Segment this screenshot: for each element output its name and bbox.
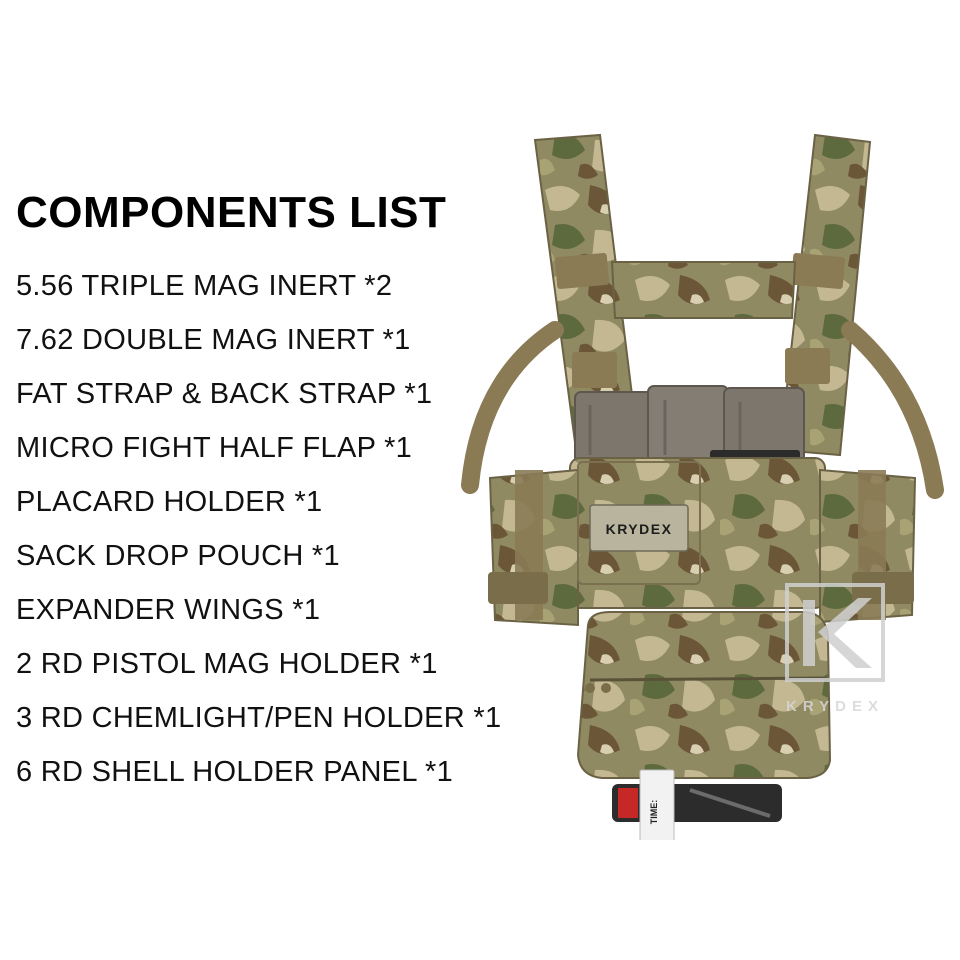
- chest-rig-product-image: KRYDEX TIME: KRYDEX: [461, 133, 944, 840]
- magazines: [574, 385, 805, 468]
- list-item: 6 RD SHELL HOLDER PANEL *1: [16, 756, 454, 788]
- list-item: MICRO FIGHT HALF FLAP *1: [16, 432, 413, 464]
- list-item: 3 RD CHEMLIGHT/PEN HOLDER *1: [16, 702, 502, 734]
- krydex-watermark-logo: KRYDEX: [785, 583, 885, 715]
- list-item: PLACARD HOLDER *1: [16, 486, 323, 518]
- back-strap: [610, 261, 797, 319]
- placard-label-patch: [589, 504, 689, 552]
- list-item: SACK DROP POUCH *1: [16, 540, 340, 572]
- shoulder-straps: [533, 133, 872, 467]
- sack-drop-pouch: [576, 611, 832, 779]
- list-item: FAT STRAP & BACK STRAP *1: [16, 378, 433, 410]
- placard-label: KRYDEX: [606, 521, 673, 537]
- tourniquet: TIME:: [612, 769, 782, 840]
- tourniquet-time-label: TIME:: [649, 800, 659, 825]
- list-item: EXPANDER WINGS *1: [16, 594, 321, 626]
- list-item: 7.62 DOUBLE MAG INERT *1: [16, 324, 411, 356]
- components-list: 5.56 TRIPLE MAG INERT *2 7.62 DOUBLE MAG…: [16, 266, 501, 806]
- side-straps: [461, 321, 944, 499]
- components-list-heading: COMPONENTS LIST: [16, 188, 447, 237]
- list-item: 5.56 TRIPLE MAG INERT *2: [16, 270, 393, 302]
- list-item: 2 RD PISTOL MAG HOLDER *1: [16, 648, 438, 680]
- watermark-text: KRYDEX: [786, 698, 884, 715]
